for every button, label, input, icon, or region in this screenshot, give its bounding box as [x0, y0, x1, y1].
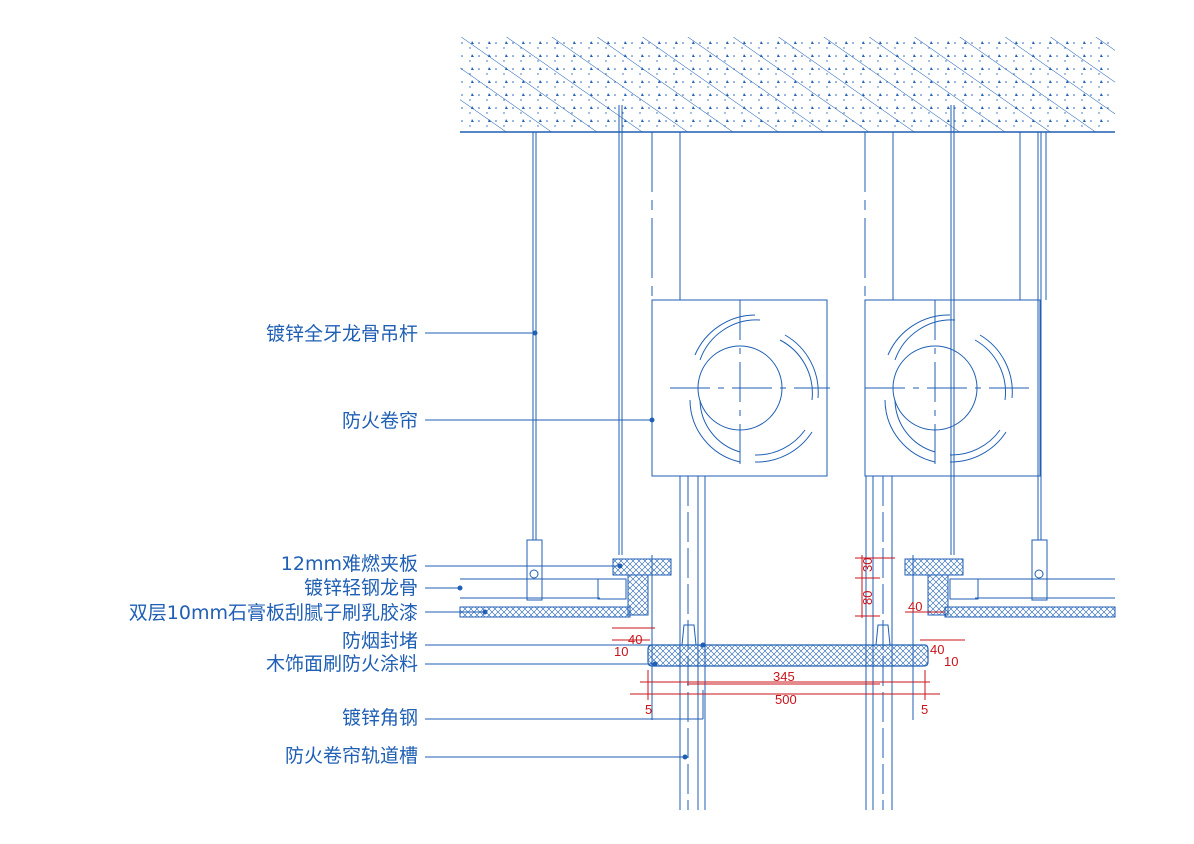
label-angle-steel: 镀锌角钢	[342, 707, 418, 729]
dim-10-right: 10	[944, 654, 958, 669]
dim-10-left: 10	[614, 644, 628, 659]
label-fire-shutter: 防火卷帘	[342, 410, 418, 432]
dim-5-right: 5	[921, 702, 928, 717]
label-track-groove: 防火卷帘轨道槽	[285, 745, 418, 767]
ceiling-layers	[459, 539, 1116, 618]
dimension-lines	[612, 555, 965, 700]
dim-30: 30	[860, 558, 875, 572]
concrete-slab	[460, 37, 1115, 133]
dim-500: 500	[775, 692, 797, 707]
wood-finish-panel	[647, 624, 929, 667]
fire-shutter-box-left	[651, 132, 830, 477]
label-gypsum-double: 双层10mm石膏板刮腻子刷乳胶漆	[129, 601, 418, 624]
shutter-tracks	[651, 476, 914, 810]
label-wood-finish: 木饰面刷防火涂料	[266, 653, 418, 675]
label-smoke-seal: 防烟封堵	[342, 630, 418, 652]
dim-80: 80	[860, 591, 875, 605]
leader-lines	[425, 330, 706, 760]
hanger-rods	[532, 105, 1047, 555]
label-hanger-rod: 镀锌全牙龙骨吊杆	[266, 323, 418, 345]
dim-40-right-low: 40	[930, 642, 944, 657]
label-board-12mm: 12mm难燃夹板	[281, 553, 418, 575]
dim-5-left: 5	[645, 702, 652, 717]
fire-shutter-box-right	[864, 132, 1041, 477]
dim-40-left: 40	[628, 632, 642, 647]
label-light-steel-keel: 镀锌轻钢龙骨	[304, 577, 418, 599]
dim-345: 345	[773, 669, 795, 684]
dim-40-right: 40	[908, 599, 922, 614]
